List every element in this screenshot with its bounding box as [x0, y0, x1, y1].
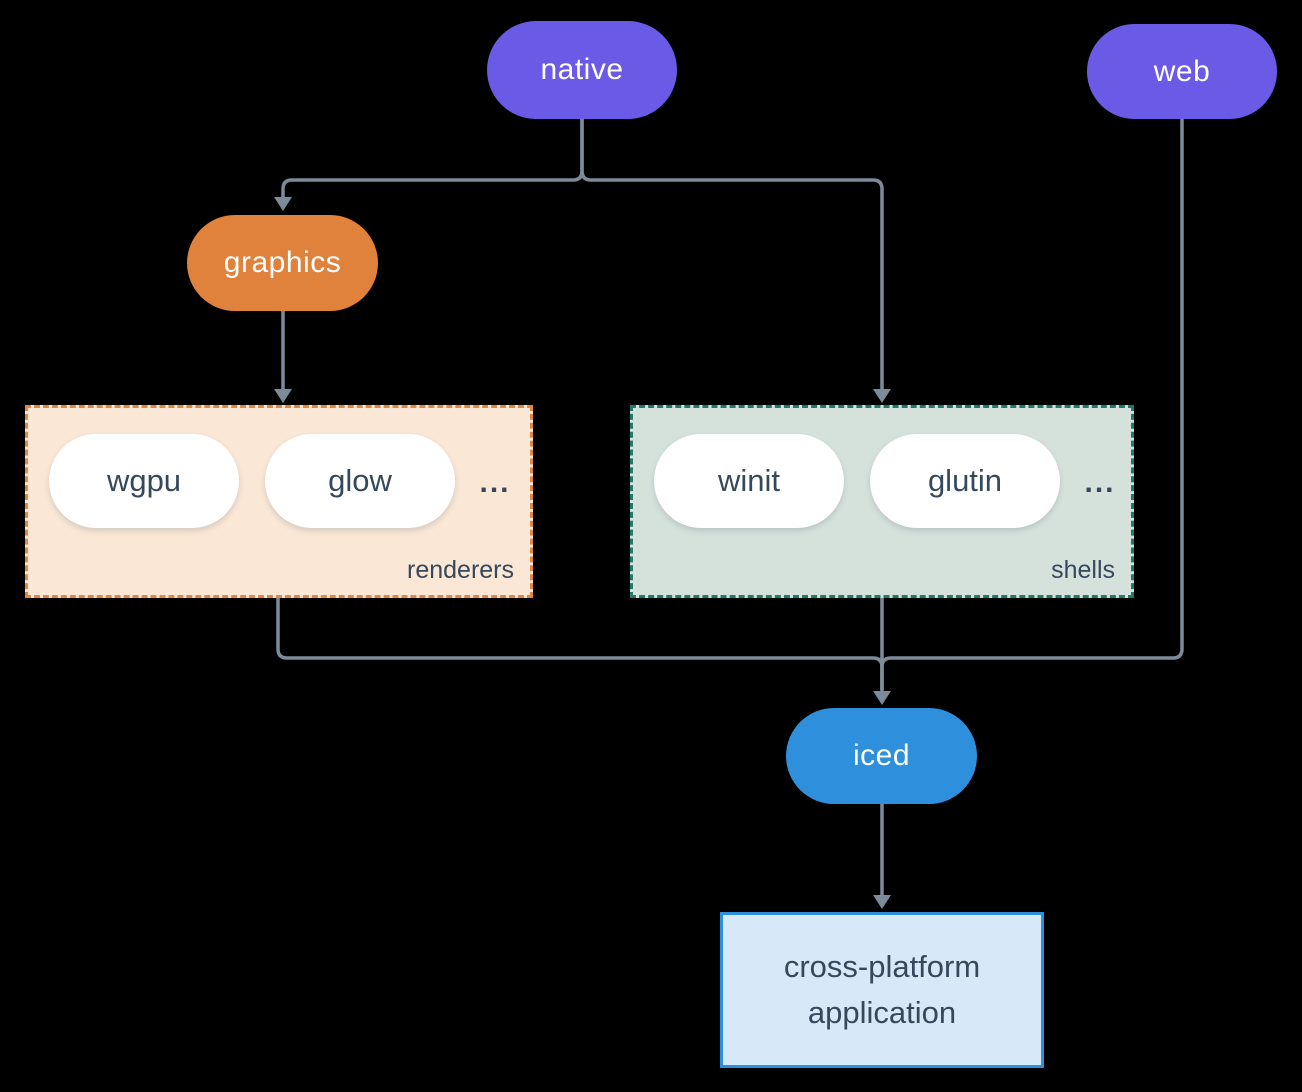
- node-web: web: [1087, 24, 1277, 119]
- node-application: cross-platform application: [720, 912, 1044, 1068]
- node-glow-label: glow: [328, 463, 392, 498]
- shells-group-label: shells: [1051, 556, 1115, 584]
- node-glow: glow: [265, 434, 455, 528]
- node-wgpu-label: wgpu: [106, 463, 182, 498]
- renderers-ellipsis: ...: [479, 466, 511, 499]
- edge-native-shells: [580, 119, 884, 390]
- arrowhead-renderers: [274, 389, 292, 403]
- node-graphics: graphics: [187, 215, 378, 311]
- edge-renderers-iced: [276, 598, 884, 690]
- node-application-label: cross-platform application: [783, 949, 981, 1030]
- arrowhead-iced: [873, 691, 891, 705]
- node-iced: iced: [786, 708, 977, 804]
- arrowhead-shells: [873, 389, 891, 403]
- arrowhead-graphics: [274, 197, 292, 211]
- node-native: native: [487, 21, 677, 119]
- arrowheads: [274, 197, 891, 909]
- group-shells: winit glutin ... shells: [630, 405, 1134, 598]
- node-graphics-label: graphics: [223, 246, 342, 279]
- edge-paths: [276, 119, 1184, 896]
- node-glutin-label: glutin: [927, 463, 1003, 498]
- node-wgpu: wgpu: [49, 434, 239, 528]
- node-glutin: glutin: [870, 434, 1060, 528]
- node-web-label: web: [1153, 54, 1211, 88]
- edge-native-graphics: [281, 119, 584, 198]
- node-native-label: native: [540, 53, 624, 86]
- group-renderers: wgpu glow ... renderers: [25, 405, 533, 598]
- renderers-group-label: renderers: [407, 556, 514, 584]
- arrowhead-application: [873, 895, 891, 909]
- node-winit-label: winit: [717, 463, 780, 498]
- shells-ellipsis: ...: [1084, 466, 1116, 499]
- node-iced-label: iced: [852, 739, 911, 772]
- node-winit: winit: [654, 434, 844, 528]
